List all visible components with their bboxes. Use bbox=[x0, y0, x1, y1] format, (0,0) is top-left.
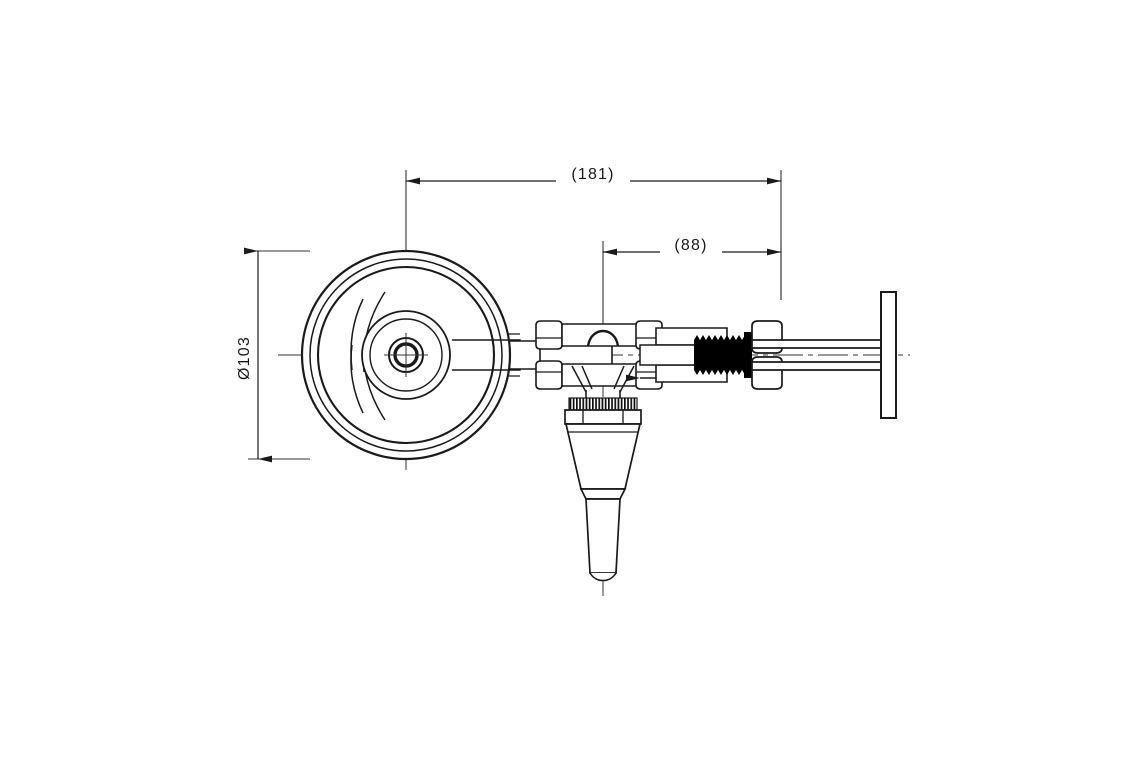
branch-taper-left-inner bbox=[581, 365, 593, 390]
valve-body-upper-block bbox=[561, 323, 641, 347]
dimension-label-mask bbox=[660, 233, 722, 253]
bonnet-collar bbox=[564, 409, 642, 425]
thread-teeth-bottom bbox=[694, 365, 748, 375]
handwheel-spoke-2-edge-a bbox=[350, 344, 364, 414]
dimension-overall-length: (181) bbox=[405, 162, 782, 300]
thread-shoulder bbox=[744, 332, 752, 378]
dimension-label-handwheel-diameter: Ø103 bbox=[236, 336, 253, 380]
gland-nut-left-top bbox=[535, 320, 563, 350]
bonnet-knurled-band bbox=[568, 397, 638, 411]
valve-seat-dome-arc bbox=[586, 329, 620, 347]
lower-spindle bbox=[579, 488, 627, 582]
branch-taper-left-outer bbox=[571, 365, 587, 393]
tube-b-upper-wall bbox=[751, 339, 883, 349]
outlet-flange-plate bbox=[880, 291, 897, 419]
dimension-label-mask bbox=[556, 162, 630, 182]
gland-nut-left-bottom bbox=[535, 360, 563, 390]
spindle-rounded-tip bbox=[589, 572, 617, 582]
dimension-label-body-to-flange: (88) bbox=[674, 237, 707, 254]
branch-taper-right-inner bbox=[613, 365, 625, 390]
tube-b-lower-wall bbox=[751, 361, 883, 371]
tube-a-bore bbox=[639, 344, 696, 366]
bonnet-packing-gland bbox=[564, 397, 642, 490]
threaded-section bbox=[694, 332, 752, 378]
thread-teeth-top bbox=[694, 335, 748, 345]
handwheel bbox=[300, 249, 512, 461]
dimension-label-overall-length: (181) bbox=[571, 166, 614, 183]
valve-body-lower-block bbox=[561, 363, 641, 387]
outlet-tube-section-b bbox=[751, 339, 883, 371]
dimension-handwheel-diameter: Ø103 bbox=[234, 247, 310, 463]
dimension-label-mask bbox=[234, 325, 254, 393]
spindle-transition-collar bbox=[579, 488, 627, 500]
spindle-shaft bbox=[585, 498, 621, 574]
gland-nut-left bbox=[535, 320, 563, 390]
outlet-flange bbox=[880, 291, 897, 419]
